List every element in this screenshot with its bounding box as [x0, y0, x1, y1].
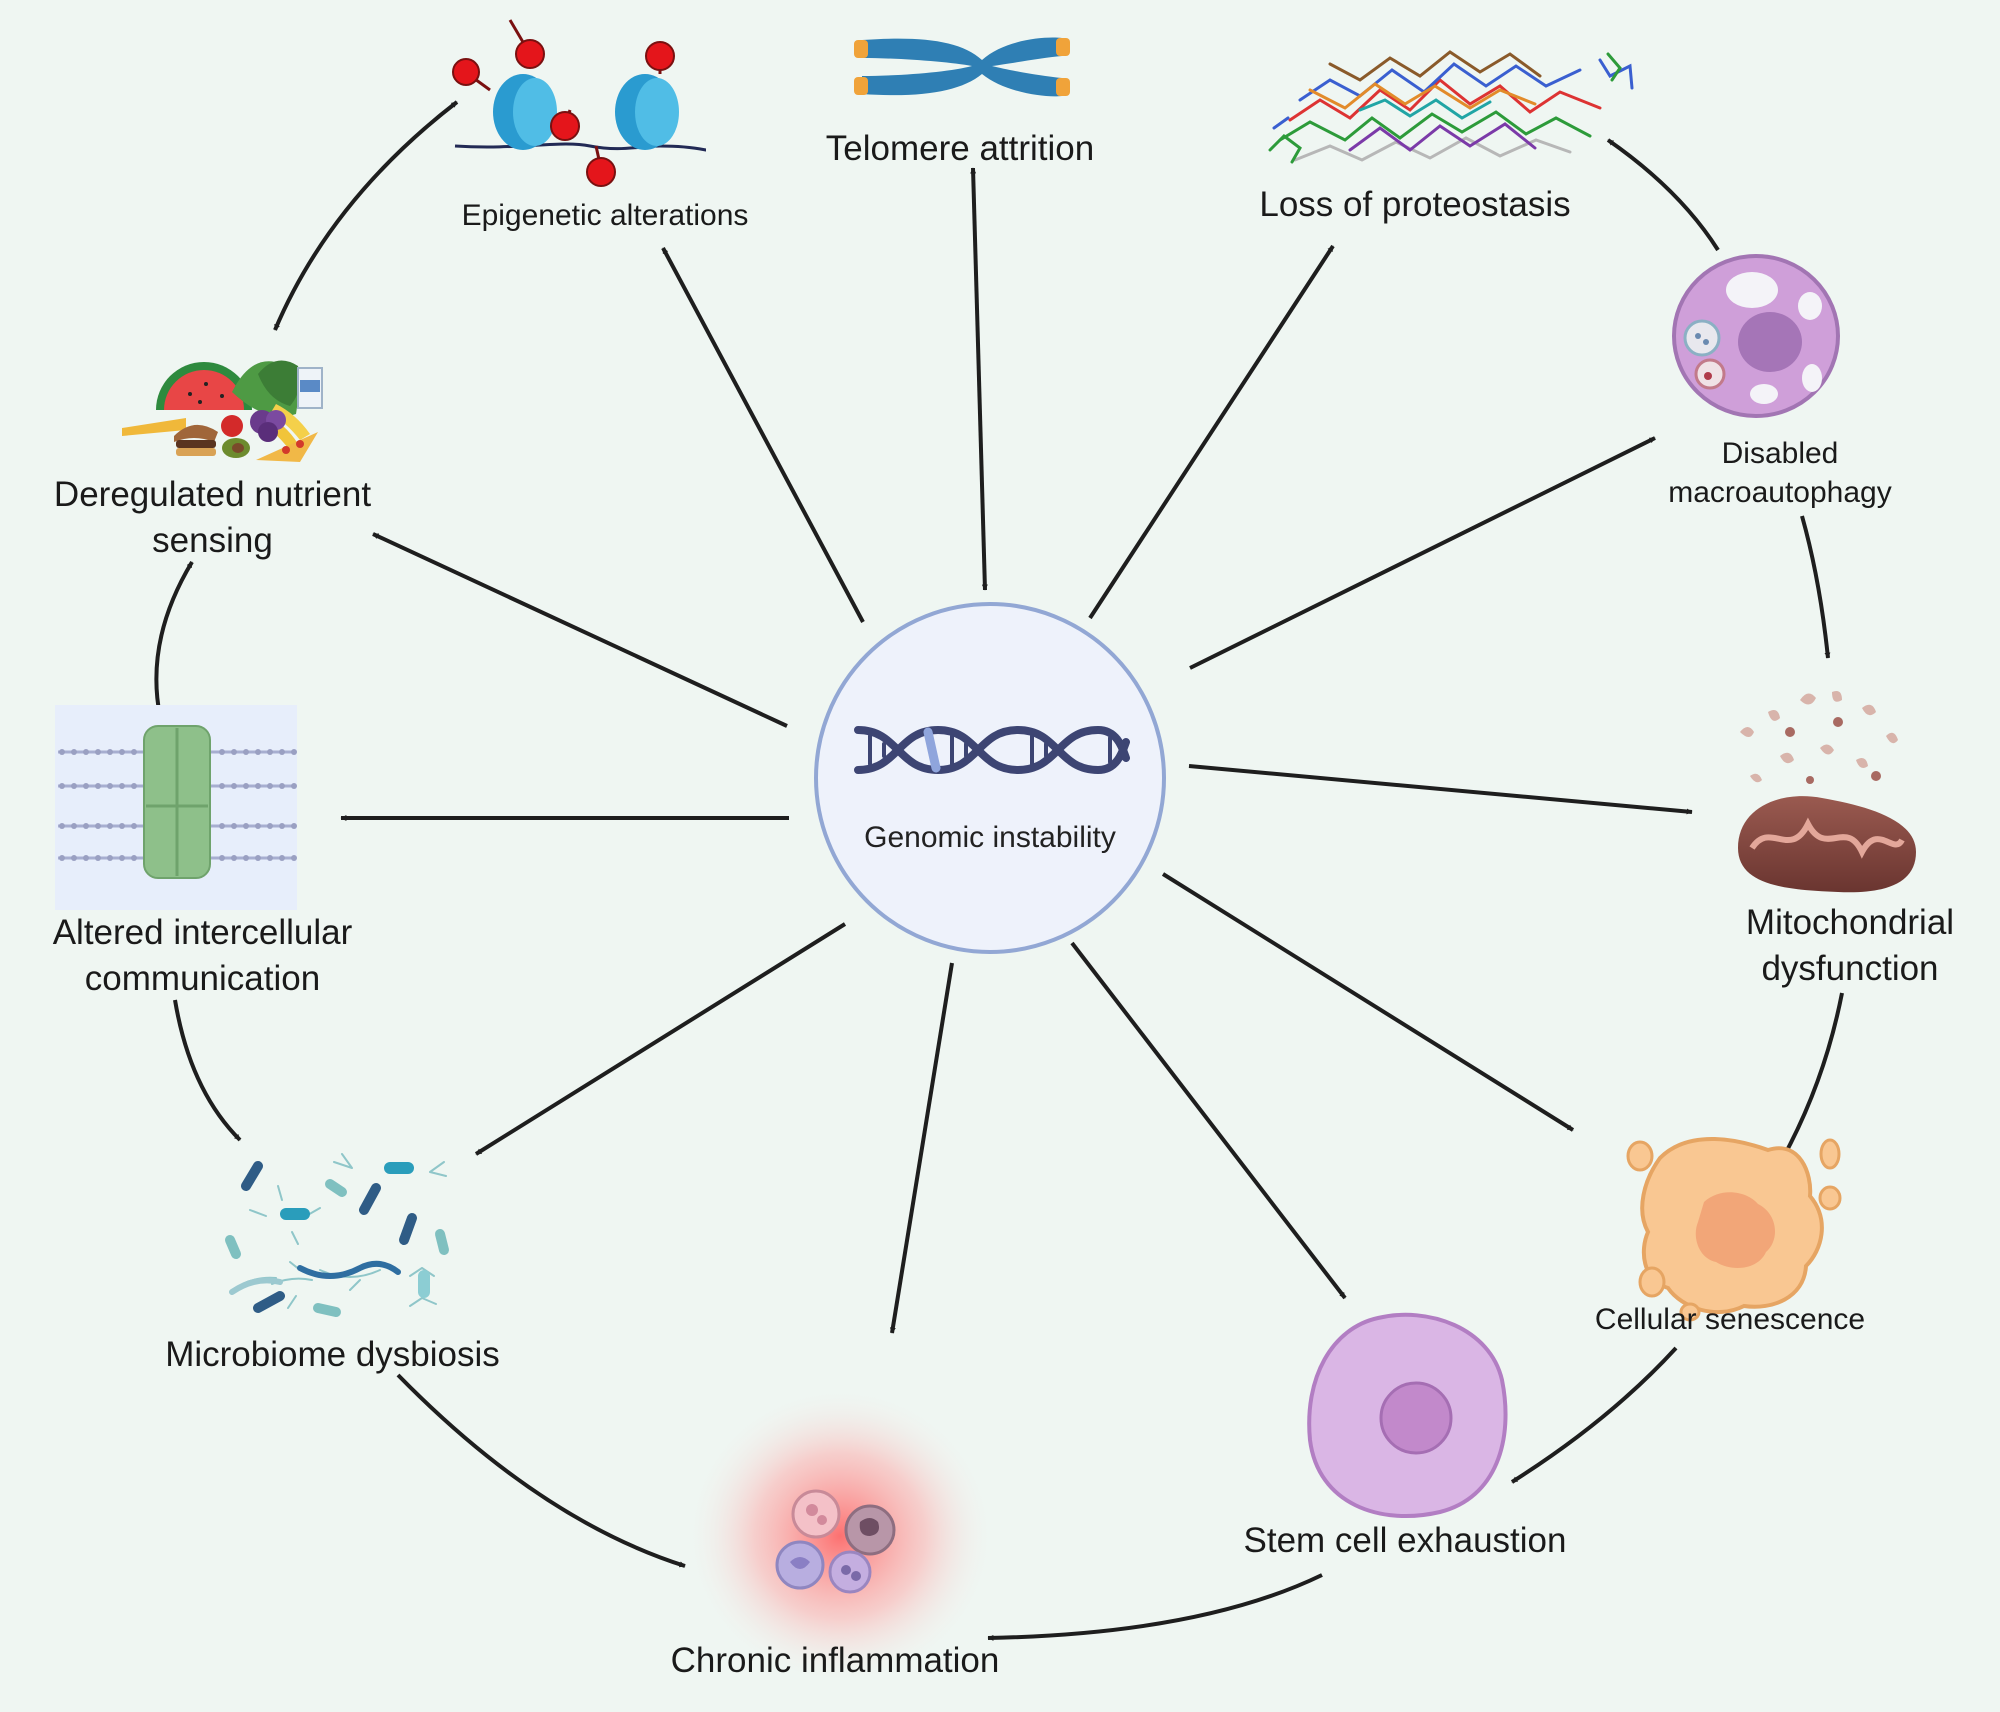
arrow-to-autophagy	[1189, 436, 1656, 670]
arrow-to-stem-cell	[1070, 941, 1347, 1300]
arrow-telomere-bidirectional	[970, 167, 988, 591]
arrow-stem-cell-to-inflammation	[987, 1573, 1323, 1641]
damaged-mitochondrion-icon	[1738, 691, 1916, 893]
arrow-to-proteostasis	[1088, 244, 1335, 620]
misfolded-protein-icon	[1268, 50, 1634, 164]
chromosome-icon	[854, 37, 1070, 97]
arrow-autophagy-to-mitochondria	[1800, 515, 1831, 659]
immune-cells-icon	[685, 1386, 995, 1686]
senescent-cell-icon	[1626, 1137, 1842, 1322]
senescence-label: Cellular senescence	[1594, 1303, 1866, 1336]
epigenetic-label: Epigenetic alterations	[461, 199, 749, 232]
stem-cell-icon	[1307, 1312, 1508, 1518]
arrow-to-microbiome	[474, 922, 847, 1156]
arrow-intercellular-to-nutrient	[154, 560, 194, 717]
arrow-to-epigenetic	[661, 247, 865, 623]
arrow-mitochondria-to-senescence	[1782, 992, 1844, 1157]
arrows	[154, 100, 1844, 1641]
arrow-intercellular-to-microbiome	[173, 999, 242, 1142]
arrow-autophagy-to-proteostasis	[1606, 138, 1720, 252]
stem-cell-label: Stem cell exhaustion	[1243, 1521, 1567, 1560]
nucleosome-methylation-icon	[452, 19, 707, 187]
arrow-senescence-to-stem-cell	[1510, 1346, 1678, 1484]
dna-double-helix-icon	[854, 725, 1130, 775]
arrow-to-senescence	[1161, 872, 1575, 1132]
center-label: Genomic instability	[864, 821, 1116, 854]
membrane-channel-icon	[55, 705, 297, 910]
center-node	[814, 602, 1166, 954]
arrow-to-inflammation	[889, 962, 954, 1334]
arrow-microbiome-to-inflammation	[396, 1373, 686, 1568]
intercellular-label: Altered intercellular communication	[52, 913, 353, 998]
proteostasis-label: Loss of proteostasis	[1259, 185, 1571, 224]
inflammation-label: Chronic inflammation	[670, 1641, 1000, 1680]
autophagy-label: Disabled macroautophagy	[1668, 437, 1892, 509]
center-circle	[814, 602, 1166, 954]
arrow-nutrient-epigenetic-bidirectional	[273, 100, 459, 331]
nutrient-label: Deregulated nutrient sensing	[53, 475, 372, 560]
arrow-to-nutrient	[372, 532, 788, 728]
bacteria-icon	[225, 1153, 449, 1317]
mitochondria-label: Mitochondrial dysfunction	[1745, 903, 1955, 988]
microbiome-label: Microbiome dysbiosis	[165, 1335, 500, 1374]
arrow-to-mitochondria	[1188, 764, 1693, 815]
telomere-label: Telomere attrition	[825, 129, 1095, 168]
autophagic-cell-icon	[1672, 254, 1840, 418]
food-icon	[122, 360, 323, 462]
